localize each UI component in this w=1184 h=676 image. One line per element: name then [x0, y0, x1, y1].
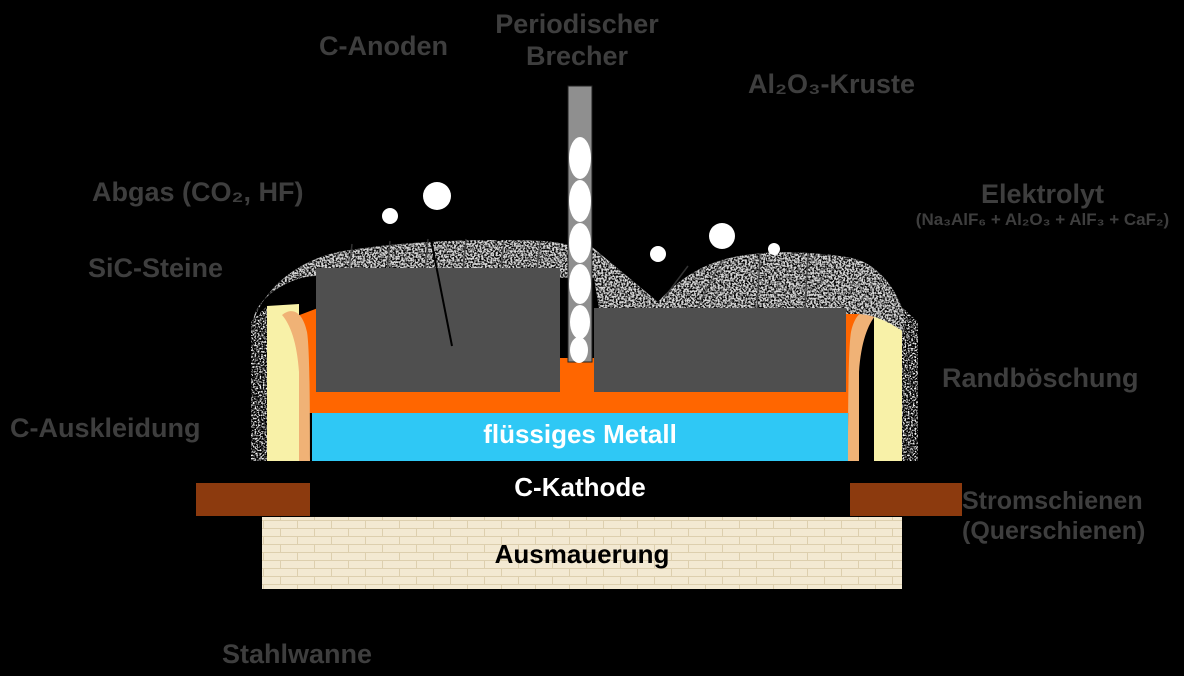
gas-bubble [768, 243, 780, 255]
label-breaker-feeder-line1: Periodischer [495, 9, 659, 39]
label-breaker-feeder-line2: Brecher [525, 41, 629, 72]
sidewall-right-speckle [902, 307, 918, 461]
label-carbon-lining: C-Auskleidung [10, 413, 201, 443]
sidewall-right [848, 305, 918, 461]
cathode-block [310, 461, 850, 517]
side-paste-left [282, 311, 310, 461]
label-sic-blocks: SiC-Steine [88, 253, 224, 283]
brick-lining-layer [262, 517, 902, 589]
crust-cracks [348, 238, 809, 311]
anode-right [594, 308, 846, 392]
feed-blob-chain [569, 137, 591, 363]
side-paste-right [848, 311, 876, 461]
busbar-right [848, 483, 962, 516]
anode-leader-line [395, 61, 453, 347]
label-alumina-crust: Al₂O₃-Kruste [748, 69, 915, 99]
label-side-ledge: Randböschung [942, 363, 1139, 393]
gas-bubble [423, 182, 451, 210]
sidewall-left-sic-block [267, 304, 299, 461]
label-c-anoden: C-Anoden [319, 31, 448, 61]
sidewall-left [251, 304, 310, 461]
label-offgas: Abgas (CO₂, HF) [92, 177, 304, 207]
sidewall-right-sic-block [874, 305, 902, 461]
label-electrolyte-title: Elektrolyt [980, 179, 1105, 209]
label-electrolyte-formula: (Na₃AlF₆ + Al₂O₃ + AlF₃ + CaF₂) [915, 210, 1170, 230]
gas-bubble [650, 246, 666, 262]
liquid-metal-layer [312, 413, 848, 461]
label-breaker-feeder: Periodischer Brecher [452, 8, 702, 73]
label-brick-lining: Ausmauerung [494, 539, 670, 569]
gas-bubble [382, 208, 398, 224]
label-steel-shell: Stahlwanne [222, 639, 373, 669]
sidewall-left-speckle [251, 306, 267, 461]
gas-bubble [709, 223, 735, 249]
label-busbars-line1: Stromschienen [962, 487, 1143, 515]
label-busbars: Stromschienen (Querschienen) [962, 486, 1145, 546]
busbar-left [196, 483, 312, 516]
label-liquid-metal: flüssiges Metall [483, 419, 677, 449]
label-electrolyte: Elektrolyt (Na₃AlF₆ + Al₂O₃ + AlF₃ + CaF… [895, 178, 1184, 231]
label-cathode: C-Kathode [514, 472, 646, 502]
anode-left [316, 268, 560, 392]
gas-bubbles [382, 182, 780, 262]
label-busbars-line2: (Querschienen) [962, 517, 1146, 545]
